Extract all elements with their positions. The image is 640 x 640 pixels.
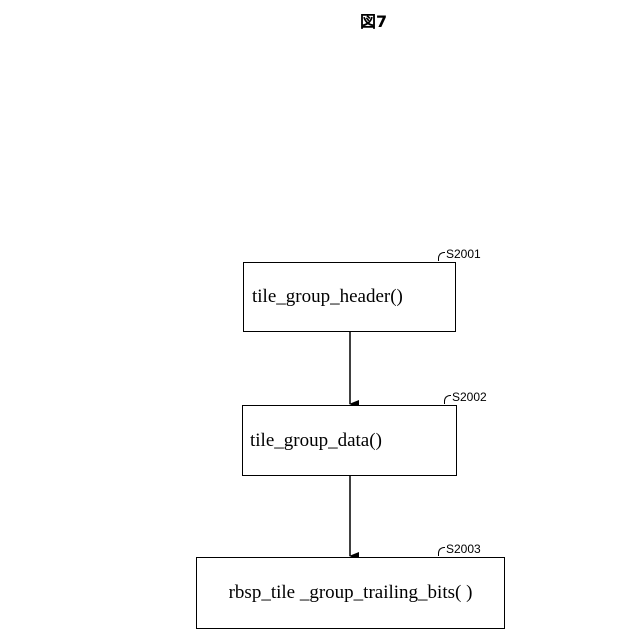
process-box-s2001: tile_group_header() [243,262,456,332]
process-box-label: rbsp_tile _group_trailing_bits( ) [229,582,473,604]
step-id-s2001: S2001 [438,246,481,261]
step-id-text: S2003 [446,542,481,556]
process-box-s2003: rbsp_tile _group_trailing_bits( ) [196,557,505,629]
process-box-label: tile_group_header() [244,286,403,308]
leader-line-icon [438,547,445,556]
process-box-s2002: tile_group_data() [242,405,457,476]
step-id-text: S2001 [446,247,481,261]
step-id-s2002: S2002 [444,389,487,404]
process-box-label: tile_group_data() [243,430,382,452]
leader-line-icon [444,395,451,404]
leader-line-icon [438,252,445,261]
step-id-text: S2002 [452,390,487,404]
step-id-s2003: S2003 [438,541,481,556]
